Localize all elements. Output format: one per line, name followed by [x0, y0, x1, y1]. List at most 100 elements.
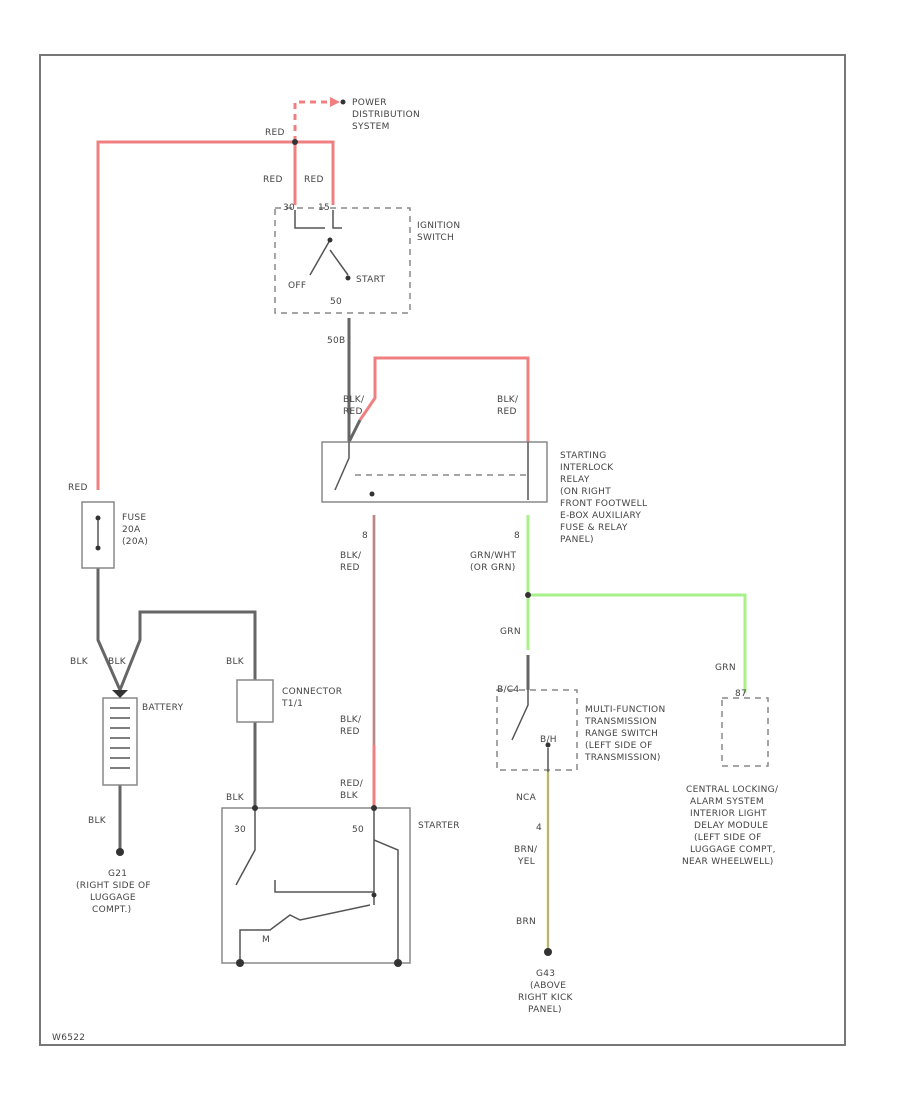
label-blk-red-left-0: BLK/: [343, 395, 365, 405]
power-dist-arrow: [330, 97, 340, 107]
connector-box: [236, 679, 274, 723]
label-pin-relay-8: 8: [362, 531, 368, 541]
label-central-locking: CENTRAL LOCKING/ ALARM SYSTEM INTERIOR L…: [682, 785, 779, 867]
label-fuse-1: 20A: [122, 525, 141, 535]
label-relay-3: (ON RIGHT: [560, 487, 611, 497]
wire-red-battery-feed: [96, 140, 335, 490]
mfs-box: [496, 689, 578, 771]
starter-dot-a: [252, 805, 258, 811]
label-brn-yel-1: YEL: [517, 857, 535, 867]
wire-red-relay-supply-b: [347, 419, 362, 443]
label-central-1: ALARM SYSTEM: [690, 797, 764, 807]
label-mfs-3: (LEFT SIDE OF: [585, 741, 653, 751]
wire-red-relay-supply: [358, 356, 530, 442]
label-starter-pin-a: 30: [234, 825, 246, 835]
label-blk-red-low-1: RED: [340, 727, 360, 737]
label-mfs-1: TRANSMISSION: [584, 717, 657, 727]
label-mfs-4: TRANSMISSION): [584, 753, 661, 763]
label-mfs-2: RANGE SWITCH: [585, 729, 658, 739]
label-ground-right-3: PANEL): [528, 1005, 562, 1015]
label-blk-red-low: BLK/ RED: [340, 715, 362, 737]
mfs-switch: [511, 690, 529, 741]
label-ground-left-2: LUGGAGE: [90, 893, 136, 903]
label-connector-0: CONNECTOR: [282, 687, 342, 697]
label-fuse: FUSE 20A (20A): [122, 513, 148, 547]
footer-id: W6522: [52, 1033, 85, 1043]
label-off: OFF: [288, 281, 306, 291]
label-brn-yel: BRN/ YEL: [514, 845, 538, 867]
label-grn-wht-1: (OR GRN): [470, 563, 516, 573]
label-battery: BATTERY: [142, 703, 184, 713]
battery-cells: [110, 707, 130, 769]
label-ground-right-2: RIGHT KICK: [518, 993, 574, 1003]
label-blk-red-left: BLK/ RED: [343, 395, 365, 417]
relay-contact: [369, 491, 375, 497]
wire-red-power-dist: [293, 100, 330, 142]
label-blk-red-mid-0: BLK/: [340, 551, 362, 561]
label-relay: STARTING INTERLOCK RELAY (ON RIGHT FRONT…: [560, 451, 647, 545]
starter-ground-a: [236, 959, 244, 967]
label-red-blk-0: RED/: [340, 779, 364, 789]
label-central-3: DELAY MODULE: [694, 821, 768, 831]
starter-dot-b: [371, 805, 377, 811]
label-power-dist-2: SYSTEM: [352, 122, 390, 132]
label-connector: CONNECTOR T1/1: [281, 687, 342, 709]
label-pin-relay-right: 8: [514, 531, 520, 541]
label-grn-b: GRN: [715, 663, 736, 673]
label-blk-c: BLK: [226, 657, 245, 667]
label-ground-left-0: G21: [108, 869, 127, 879]
ignition-switch-box: [274, 207, 411, 314]
label-ground-left-3: COMPT.): [92, 905, 131, 915]
label-pin-4: 4: [536, 823, 542, 833]
label-blk-a: BLK: [70, 657, 89, 667]
label-relay-7: PANEL): [560, 535, 594, 545]
ignition-pivot: [327, 237, 333, 243]
label-starter-pin-b: 50: [352, 825, 364, 835]
label-mfs-0: MULTI-FUNCTION: [585, 705, 665, 715]
label-power-dist-0: POWER: [352, 98, 387, 108]
label-central-2: INTERIOR LIGHT: [690, 809, 767, 819]
label-wire-50: 50B: [327, 336, 346, 346]
label-grn-a: GRN: [500, 627, 521, 637]
ground-left-dot: [116, 848, 124, 856]
label-ignition-1: SWITCH: [417, 233, 454, 243]
label-ign-pin-b: 15: [318, 203, 330, 213]
label-ign-pin-50: 50: [330, 297, 342, 307]
label-power-dist: POWER DISTRIBUTION SYSTEM: [352, 98, 420, 132]
label-starter: STARTER: [418, 821, 460, 831]
label-mfs-pin-b: B/H: [540, 735, 557, 745]
label-starter-m: M: [262, 935, 270, 945]
junction-top: [292, 139, 298, 145]
label-fuse-0: FUSE: [122, 513, 146, 523]
label-connector-1: T1/1: [281, 699, 303, 709]
ignition-start-contact: [345, 275, 351, 281]
label-grn-wht: GRN/WHT (OR GRN): [470, 551, 516, 573]
label-relay-6: FUSE & RELAY: [560, 523, 628, 533]
label-red-blk-1: BLK: [340, 791, 359, 801]
label-ign-pin-a: 30: [283, 203, 295, 213]
label-relay-5: E-BOX AUXILIARY: [560, 511, 641, 521]
fuse-box: [81, 501, 115, 569]
wire-blk-battery-connector: [118, 610, 257, 691]
label-ground-right: G43 (ABOVE RIGHT KICK PANEL): [518, 969, 574, 1015]
starter-ground-b: [394, 959, 402, 967]
junction-grn: [525, 592, 531, 598]
label-ground-left: G21 (RIGHT SIDE OF LUGGAGE COMPT.): [76, 869, 151, 915]
label-relay-4: FRONT FOOTWELL: [560, 499, 647, 509]
label-ignition-0: IGNITION: [417, 221, 460, 231]
label-red-blk: RED/ BLK: [340, 779, 364, 801]
relay-box: [321, 441, 548, 503]
label-red-fuse: RED: [68, 483, 88, 493]
label-relay-2: RELAY: [560, 475, 590, 485]
label-grn-wht-0: GRN/WHT: [470, 551, 516, 561]
ground-right-dot: [544, 948, 552, 956]
label-central-4: (LEFT SIDE OF: [694, 833, 762, 843]
label-mfs-pin-c: 87: [735, 689, 747, 699]
label-ignition-switch: IGNITION SWITCH: [417, 221, 460, 243]
starter-dot-c: [371, 892, 377, 898]
label-blk-d: BLK: [226, 793, 245, 803]
wire-grn-central: [528, 593, 747, 693]
label-red-b: RED: [304, 175, 324, 185]
label-relay-0: STARTING: [560, 451, 607, 461]
